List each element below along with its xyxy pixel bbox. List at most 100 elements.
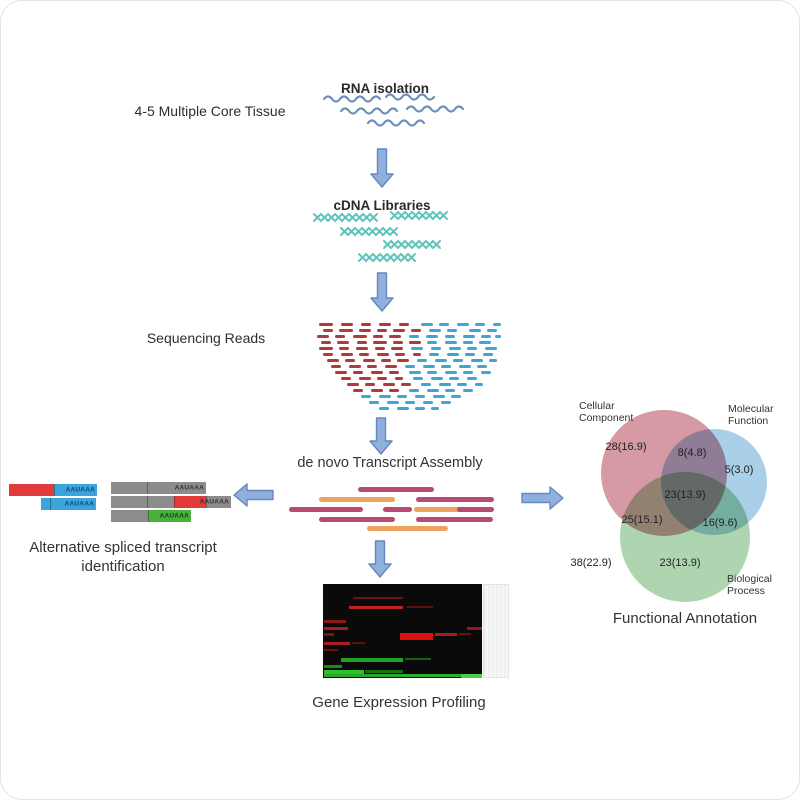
- heatmap-band: [407, 606, 433, 608]
- read-dash: [481, 371, 491, 374]
- read-dash: [371, 389, 383, 392]
- read-dash: [373, 335, 383, 338]
- arrow-shape: [369, 417, 393, 455]
- polya-signal-label: AAUAAA: [159, 512, 189, 520]
- rna-squiggle-icon: [405, 105, 465, 113]
- heatmap-band: [324, 670, 364, 675]
- transcript-segment: [9, 484, 54, 496]
- read-dash: [439, 323, 449, 326]
- read-dash: [427, 341, 437, 344]
- read-dash: [399, 323, 409, 326]
- arrow-shape: [521, 486, 564, 510]
- read-dash: [409, 389, 419, 392]
- bp-only-value: 23(13.9): [659, 557, 701, 569]
- arrow-assembly-to-venn-icon: [521, 486, 564, 510]
- stroke: [405, 105, 465, 113]
- set-label-line: Function: [728, 415, 769, 427]
- read-dash: [477, 365, 487, 368]
- read-dash: [463, 341, 473, 344]
- read-dash: [359, 329, 371, 332]
- heatmap-band: [353, 597, 403, 599]
- heatmap-panel: [323, 584, 482, 678]
- arrow-rna-to-cdna-icon: [370, 148, 394, 188]
- stroke: [358, 252, 416, 263]
- read-dash: [426, 335, 438, 338]
- read-dash: [339, 347, 349, 350]
- assembly-label: de novo Transcript Assembly: [297, 455, 483, 471]
- read-dash: [409, 371, 421, 374]
- read-dash: [391, 347, 403, 350]
- polya-signal-label: AAUAAA: [174, 484, 204, 492]
- cdna-zigzag-icon: [358, 252, 416, 263]
- read-dash: [341, 377, 351, 380]
- read-dash: [369, 401, 379, 404]
- set-label-line: Biological: [727, 573, 772, 585]
- read-dash: [393, 329, 405, 332]
- read-dash: [373, 341, 387, 344]
- read-dash: [431, 377, 443, 380]
- read-dash: [459, 365, 471, 368]
- transcript-segment: [41, 498, 50, 510]
- read-dash: [349, 365, 361, 368]
- cc-mf-value: 8(4.8): [677, 447, 707, 459]
- read-dash: [449, 347, 461, 350]
- read-dash: [463, 335, 475, 338]
- functional-annotation-caption: Functional Annotation: [612, 610, 758, 627]
- read-dash: [319, 323, 333, 326]
- read-dash: [423, 365, 435, 368]
- transcript-segment: AAUAAA: [148, 510, 191, 522]
- read-dash: [451, 395, 461, 398]
- read-dash: [339, 329, 353, 332]
- stroke: [384, 93, 436, 101]
- read-dash: [393, 341, 403, 344]
- transcript-segment: [147, 496, 174, 508]
- transcript-bar: AAUAAA: [111, 510, 191, 522]
- read-dash: [475, 383, 483, 386]
- heatmap-band: [459, 633, 471, 635]
- read-dash: [395, 377, 403, 380]
- read-dash: [353, 335, 367, 338]
- cc-bp-value: 25(15.1): [621, 514, 663, 526]
- biological-process-circle: [620, 472, 750, 602]
- read-dash: [495, 335, 501, 338]
- arrow-assembly-to-splice-icon: [233, 483, 274, 507]
- read-dash: [361, 323, 371, 326]
- rna-squiggle-icon: [366, 119, 426, 127]
- read-dash: [435, 359, 447, 362]
- read-dash: [465, 353, 475, 356]
- read-dash: [347, 383, 359, 386]
- read-dash: [445, 389, 455, 392]
- read-dash: [487, 329, 497, 332]
- cdna-zigzag-icon: [313, 212, 378, 223]
- read-dash: [457, 323, 469, 326]
- transcript-bar: AAUAAA: [111, 482, 206, 494]
- read-dash: [401, 383, 411, 386]
- assembly-contig-bar: [383, 507, 412, 512]
- read-dash: [417, 359, 427, 362]
- read-dash: [323, 329, 333, 332]
- heatmap-band: [352, 642, 365, 644]
- read-dash: [441, 365, 451, 368]
- read-dash: [447, 353, 459, 356]
- assembly-contig-bar: [416, 517, 493, 522]
- read-dash: [421, 383, 431, 386]
- read-dash: [367, 365, 377, 368]
- cdna-zigzag-icon: [383, 239, 441, 250]
- cc-only-value: 28(16.9): [605, 441, 647, 453]
- arrow-reads-to-assembly-icon: [369, 417, 393, 455]
- stroke: [390, 210, 448, 221]
- read-dash: [493, 323, 501, 326]
- read-dash: [379, 323, 391, 326]
- rna-squiggle-icon: [339, 107, 399, 115]
- heatmap-sidebar-strip: [483, 584, 509, 678]
- read-dash: [481, 335, 491, 338]
- stroke: [366, 119, 426, 127]
- heatmap-band: [403, 674, 461, 677]
- read-dash: [445, 335, 455, 338]
- rna-isolation-label: RNA isolation: [340, 81, 430, 96]
- assembly-contig-bar: [319, 497, 395, 502]
- arrow-shape: [368, 540, 392, 578]
- arrow-shape: [370, 272, 394, 312]
- read-dash: [485, 347, 497, 350]
